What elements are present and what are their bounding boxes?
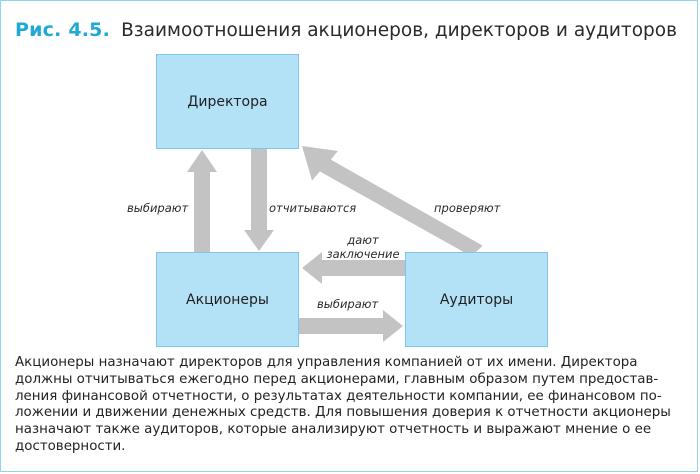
figure-header: Рис. 4.5. Взаимоотношения акционеров, ди… — [15, 19, 677, 45]
node-directors: Директора — [156, 54, 299, 149]
node-directors-label: Директора — [187, 93, 268, 110]
caption-line: ложении и движении денежных средств. Для… — [15, 405, 671, 421]
node-shareholders: Акционеры — [156, 252, 299, 347]
edge-label-give-opinion-line1: дают — [347, 233, 379, 247]
node-shareholders-label: Акционеры — [186, 291, 269, 308]
edge-label-shareholders-elect-directors: выбирают — [127, 201, 189, 215]
arrow-shareholders-elect-auditors — [299, 310, 403, 342]
node-auditors-label: Аудиторы — [439, 291, 514, 308]
figure-number: Рис. 4.5. — [15, 19, 111, 41]
edge-label-give-opinion-line2: заключение — [326, 247, 400, 261]
edge-label-give-opinion: дают заключение — [323, 233, 403, 261]
caption-line: назначают также аудиторов, которые анали… — [15, 422, 652, 438]
arrow-auditors-check-directors — [302, 146, 483, 257]
edge-label-auditors-check: проверяют — [434, 201, 501, 215]
figure-title: Взаимоотношения акционеров, директоров и… — [121, 20, 677, 41]
edge-label-shareholders-elect-auditors: выбирают — [317, 297, 379, 311]
caption-line: достоверности. — [15, 438, 126, 454]
node-auditors: Аудиторы — [405, 252, 548, 347]
arrow-auditors-give-opinion — [302, 252, 405, 284]
caption-line: должны отчитываться ежегодно перед акцио… — [15, 371, 659, 387]
figure-caption: Акционеры назначают директоров для управ… — [15, 355, 687, 456]
arrow-shareholders-elect-directors — [187, 150, 217, 252]
edge-label-directors-report: отчитываются — [269, 201, 357, 215]
arrow-directors-report-to-shareholders — [244, 149, 274, 251]
caption-line: Акционеры назначают директоров для управ… — [15, 355, 638, 370]
caption-line: ления финансовой отчетности, о результат… — [15, 388, 662, 404]
